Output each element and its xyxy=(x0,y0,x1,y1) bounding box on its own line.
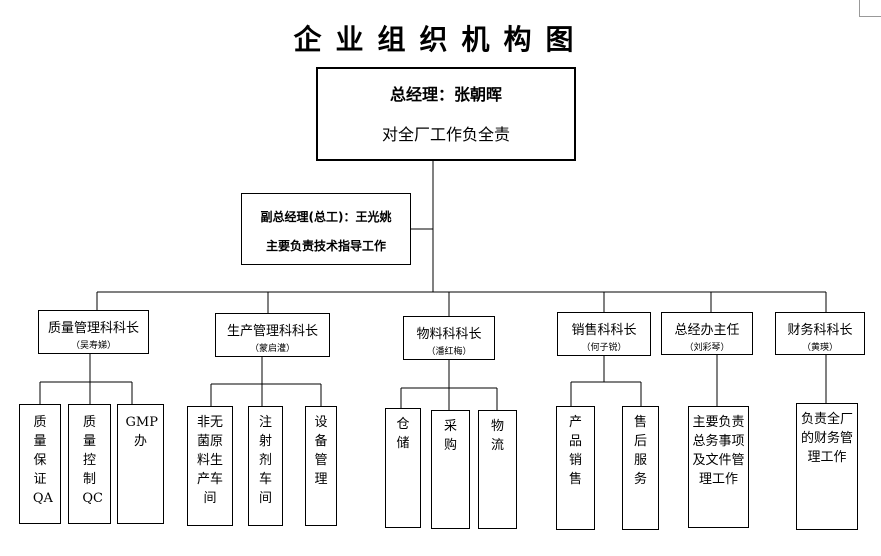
deputy-gm-box: 副总经理(总工)：王光姚 主要负责技术指导工作 xyxy=(241,193,411,265)
subunit-label: 非无菌原料生产车间 xyxy=(196,415,223,506)
subunit-box: 质量控制QC xyxy=(68,404,111,524)
subunit-box: 仓储 xyxy=(385,408,421,528)
dept-head: （黄瑛） xyxy=(801,343,838,353)
subunit-box: 产品销售 xyxy=(556,406,595,530)
dept-name: 物料科科长 xyxy=(416,327,482,342)
subunit-label: 主要负责总务事项及文件管理工作 xyxy=(692,415,745,487)
subunit-box: 售后服务 xyxy=(622,406,659,530)
dept-head: （刘彩琴） xyxy=(684,343,730,353)
dept-materials: 物料科科长 （潘红梅） xyxy=(403,316,495,360)
subunit-box: 质量保证QA xyxy=(19,404,61,524)
subunit-label: 负责全厂的财务管理工作 xyxy=(800,412,853,465)
dept-head: （潘红梅） xyxy=(426,347,472,357)
general-manager-duty: 对全厂工作负全责 xyxy=(381,125,510,144)
subunit-label: 质量控制QC xyxy=(82,415,103,506)
dept-quality: 质量管理科科长 （吴寿娣） xyxy=(38,310,149,354)
subunit-box: 主要负责总务事项及文件管理工作 xyxy=(688,406,749,528)
subunit-label: 设备管理 xyxy=(314,415,328,487)
dept-finance: 财务科科长 （黄瑛） xyxy=(775,312,865,355)
corner-mark xyxy=(859,0,860,16)
general-manager-name: 总经理：张朝晖 xyxy=(389,85,502,104)
subunit-box: GMP办 xyxy=(117,404,164,524)
subunit-box: 设备管理 xyxy=(305,406,337,526)
chart-title: 企业组织机构图 xyxy=(293,23,588,56)
subunit-label: 采购 xyxy=(443,419,457,453)
subunit-label: 物流 xyxy=(490,419,504,453)
subunit-box: 采购 xyxy=(431,410,470,529)
deputy-gm-duty: 主要负责技术指导工作 xyxy=(265,239,386,253)
dept-general-office: 总经办主任 （刘彩琴） xyxy=(661,312,753,355)
dept-name: 销售科科长 xyxy=(571,323,637,338)
dept-name: 质量管理科科长 xyxy=(47,321,139,336)
subunit-label: 注射剂车间 xyxy=(258,415,272,506)
subunit-box: 注射剂车间 xyxy=(248,406,283,526)
subunit-box: 非无菌原料生产车间 xyxy=(187,406,233,526)
dept-production: 生产管理科科长 （蒙启灌） xyxy=(215,313,330,357)
dept-head: （吴寿娣） xyxy=(70,341,116,351)
dept-name: 生产管理科科长 xyxy=(226,324,318,339)
subunit-box: 物流 xyxy=(478,410,517,529)
subunit-label: 仓储 xyxy=(396,417,410,451)
dept-name: 总经办主任 xyxy=(674,323,740,338)
subunit-box: 负责全厂的财务管理工作 xyxy=(796,403,858,530)
subunit-label: 产品销售 xyxy=(568,415,582,487)
subunit-label: GMP办 xyxy=(125,415,158,449)
dept-name: 财务科科长 xyxy=(787,323,853,338)
dept-head: （蒙启灌） xyxy=(249,344,295,354)
dept-sales: 销售科科长 （何子锐） xyxy=(557,312,651,356)
deputy-gm-name: 副总经理(总工)：王光姚 xyxy=(260,210,392,224)
dept-head: （何子锐） xyxy=(581,343,627,353)
subunit-label: 质量保证QA xyxy=(32,415,53,506)
subunit-label: 售后服务 xyxy=(633,415,647,487)
general-manager-box: 总经理：张朝晖 对全厂工作负全责 xyxy=(316,67,576,161)
corner-mark xyxy=(859,16,881,17)
